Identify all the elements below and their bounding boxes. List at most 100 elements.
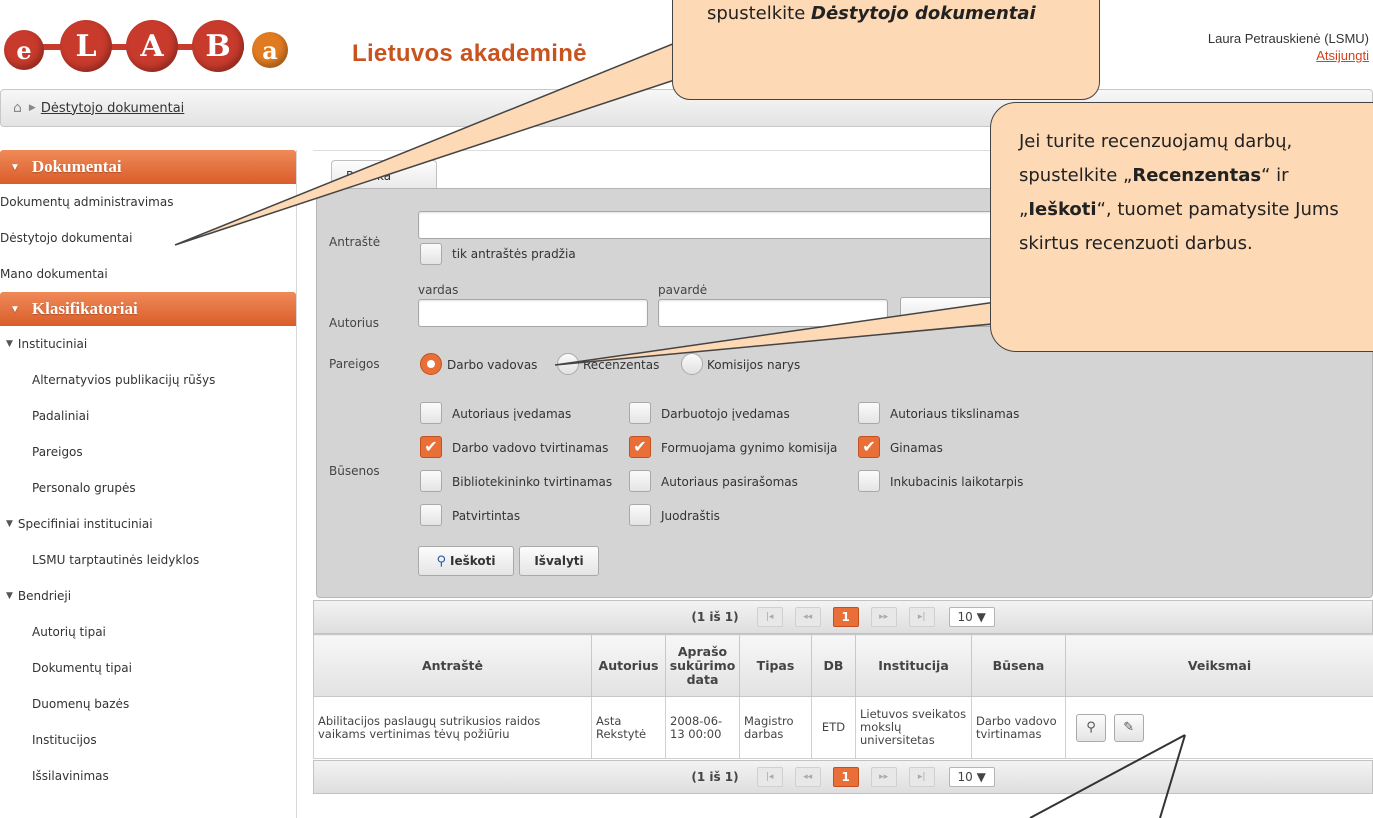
pager-last-button[interactable]: ▸| bbox=[908, 767, 935, 787]
tree-leaf[interactable]: Personalo grupės bbox=[32, 481, 136, 495]
clear-button[interactable]: Išvalyti bbox=[519, 546, 599, 576]
tree-leaf[interactable]: Institucijos bbox=[32, 733, 97, 747]
author-last-name-input[interactable] bbox=[658, 299, 888, 327]
search-button[interactable]: ⚲ Ieškoti bbox=[418, 546, 514, 576]
tab-paieska[interactable]: Paieška bbox=[331, 160, 437, 190]
status-checkbox[interactable] bbox=[858, 402, 880, 424]
logo-letter: L bbox=[60, 20, 112, 72]
tree-node-bendrieji[interactable]: ▼ Bendrieji bbox=[0, 578, 296, 614]
table-row[interactable]: Abilitacijos paslaugų sutrikusios raidos… bbox=[313, 696, 1373, 759]
logo-letter: a bbox=[252, 32, 288, 68]
status-checkbox[interactable] bbox=[629, 504, 651, 526]
tree-node-label: Instituciniai bbox=[17, 337, 88, 351]
sidebar-section-dokumentai[interactable]: ▼ Dokumentai bbox=[0, 150, 296, 184]
section-title: Klasifikatoriai bbox=[31, 299, 138, 318]
field-label: Antraštė bbox=[329, 235, 381, 249]
view-button[interactable]: ⚲ bbox=[1076, 713, 1106, 742]
home-icon[interactable]: ⌂ bbox=[13, 100, 22, 116]
tree-leaf[interactable]: Dokumentų tipai bbox=[32, 661, 132, 675]
page-size-select[interactable]: 10 ▼ bbox=[948, 607, 995, 627]
pager-first-button[interactable]: |◂ bbox=[756, 767, 783, 787]
checkbox-label: Darbo vadovo tvirtinamas bbox=[452, 441, 609, 455]
tree-node-instituciniai[interactable]: ▼ Instituciniai bbox=[0, 326, 296, 362]
pager-prev-button[interactable]: ◂◂ bbox=[794, 767, 821, 787]
logout-link[interactable]: Atsijungti bbox=[1316, 48, 1369, 63]
column-header[interactable]: Institucija bbox=[855, 634, 972, 697]
field-label: Autorius bbox=[329, 316, 379, 330]
section-title: Dokumentai bbox=[31, 157, 122, 176]
site-title: Lietuvos akademinė bbox=[352, 40, 587, 67]
column-header[interactable]: Aprašo sukūrimo data bbox=[665, 634, 740, 697]
role-radio-darbo-vadovas[interactable] bbox=[420, 353, 442, 375]
checkbox-label: Patvirtintas bbox=[452, 509, 521, 523]
tree-leaf[interactable]: Išsilavinimas bbox=[32, 769, 109, 783]
cell-db: ETD bbox=[811, 696, 856, 759]
button-label: Ieškoti bbox=[450, 554, 496, 568]
pencil-icon: ✎ bbox=[1123, 719, 1135, 735]
status-checkbox[interactable] bbox=[629, 470, 651, 492]
tree-leaf[interactable]: LSMU tarptautinės leidyklos bbox=[32, 553, 200, 567]
cell-status: Darbo vadovo tvirtinamas bbox=[971, 696, 1066, 759]
tree-leaf[interactable]: Padaliniai bbox=[32, 409, 90, 423]
field-sublabel: vardas bbox=[418, 283, 459, 297]
tree-node-specifiniai[interactable]: ▼ Specifiniai instituciniai bbox=[0, 506, 296, 542]
callout-bold: Dėstytojo dokumentai bbox=[811, 3, 1036, 24]
pager-page-button[interactable]: 1 bbox=[832, 767, 859, 787]
elaba-logo[interactable]: e L A B a bbox=[4, 20, 294, 72]
pager-next-button[interactable]: ▸▸ bbox=[870, 767, 897, 787]
status-checkbox[interactable] bbox=[420, 402, 442, 424]
callout-text: “, tuomet pamatysite Jums skirtus recenz… bbox=[1019, 199, 1339, 254]
field-sublabel: pavardė bbox=[658, 283, 708, 297]
status-checkbox[interactable] bbox=[420, 504, 442, 526]
status-checkbox-checked[interactable]: ✔ bbox=[420, 436, 442, 458]
magnifier-icon: ⚲ bbox=[1086, 719, 1096, 735]
page-size-select[interactable]: 10 ▼ bbox=[948, 767, 995, 787]
field-label: Būsenos bbox=[329, 464, 380, 478]
column-header[interactable]: Antraštė bbox=[313, 634, 592, 697]
column-header[interactable]: Tipas bbox=[739, 634, 812, 697]
tree-leaf[interactable]: Alternatyvios publikacijų rūšys bbox=[32, 373, 216, 387]
callout-top: spustelkite Dėstytojo dokumentai bbox=[672, 0, 1100, 100]
tree-node-label: Specifiniai instituciniai bbox=[17, 517, 153, 531]
checkbox-label: Bibliotekininko tvirtinamas bbox=[452, 475, 613, 489]
pager-prev-button[interactable]: ◂◂ bbox=[794, 607, 821, 627]
sidebar-item-mano-dokumentai[interactable]: Mano dokumentai bbox=[0, 267, 108, 281]
chevron-down-icon: ▼ bbox=[6, 591, 13, 601]
role-radio-komisijos-narys[interactable] bbox=[681, 353, 703, 375]
logo-letter: A bbox=[126, 20, 178, 72]
title-prefix-checkbox[interactable] bbox=[420, 243, 442, 265]
cell-actions: ⚲ ✎ bbox=[1065, 696, 1373, 759]
status-checkbox[interactable] bbox=[858, 470, 880, 492]
status-checkbox[interactable] bbox=[629, 402, 651, 424]
callout-text: spustelkite bbox=[707, 3, 812, 24]
status-checkbox-checked[interactable]: ✔ bbox=[629, 436, 651, 458]
column-header[interactable]: Autorius bbox=[591, 634, 666, 697]
tree-leaf[interactable]: Pareigos bbox=[32, 445, 83, 459]
role-radio-recenzentas[interactable] bbox=[557, 353, 579, 375]
chevron-right-icon: ▶ bbox=[28, 103, 36, 113]
pager-last-button[interactable]: ▸| bbox=[908, 607, 935, 627]
results-table: Antraštė Autorius Aprašo sukūrimo data T… bbox=[313, 634, 1373, 759]
pager-next-button[interactable]: ▸▸ bbox=[870, 607, 897, 627]
checkbox-label: Autoriaus pasirašomas bbox=[661, 475, 798, 489]
status-checkbox[interactable] bbox=[420, 470, 442, 492]
status-checkbox-checked[interactable]: ✔ bbox=[858, 436, 880, 458]
column-header[interactable]: DB bbox=[811, 634, 856, 697]
tree-leaf[interactable]: Autorių tipai bbox=[32, 625, 106, 639]
sidebar-divider bbox=[296, 150, 297, 818]
sidebar-item-destytojo-dokumentai[interactable]: Dėstytojo dokumentai bbox=[0, 231, 133, 245]
checkbox-label: Autoriaus tikslinamas bbox=[890, 407, 1020, 421]
tree-leaf[interactable]: Duomenų bazės bbox=[32, 697, 130, 711]
author-first-name-input[interactable] bbox=[418, 299, 648, 327]
pager-first-button[interactable]: |◂ bbox=[756, 607, 783, 627]
pager-page-button[interactable]: 1 bbox=[832, 607, 859, 627]
column-header[interactable]: Būsena bbox=[971, 634, 1066, 697]
author-lookup-button[interactable] bbox=[900, 297, 992, 327]
sidebar-section-klasifikatoriai[interactable]: ▼ Klasifikatoriai bbox=[0, 292, 296, 326]
edit-button[interactable]: ✎ bbox=[1113, 713, 1144, 742]
breadcrumb-current[interactable]: Dėstytojo dokumentai bbox=[40, 100, 185, 116]
sidebar-item-dokumentu-administravimas[interactable]: Dokumentų administravimas bbox=[0, 195, 174, 209]
table-header-row: Antraštė Autorius Aprašo sukūrimo data T… bbox=[313, 634, 1373, 697]
callout-bold: Recenzentas bbox=[1132, 165, 1262, 186]
cell-institution: Lietuvos sveikatos mokslų universitetas bbox=[855, 696, 972, 759]
